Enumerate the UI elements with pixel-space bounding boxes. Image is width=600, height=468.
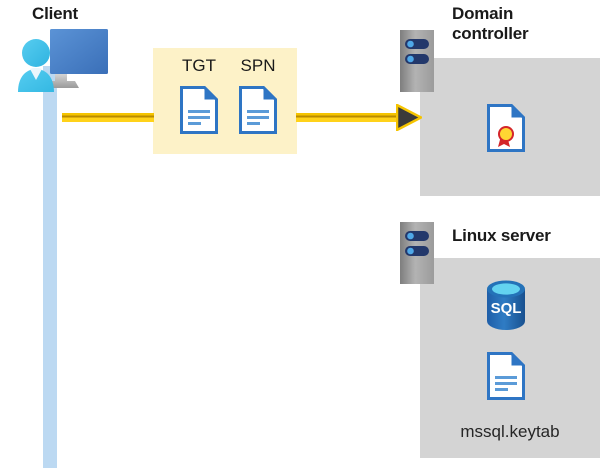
sql-icon-text: SQL: [491, 300, 522, 317]
arrow-head-icon: [395, 102, 424, 133]
certificate-document-icon: [487, 104, 525, 152]
client-lifeline: [43, 66, 57, 468]
domain-controller-title: Domain controller: [452, 4, 529, 43]
message-arrow-segment-left: [62, 113, 154, 122]
sql-database-icon: SQL: [484, 280, 528, 330]
spn-label: SPN: [240, 56, 276, 75]
spn-document-icon: [239, 86, 277, 134]
user-monitor-icon: [6, 26, 110, 92]
message-arrow-segment-right: [296, 113, 401, 122]
domain-controller-server-rack-icon: [400, 30, 434, 92]
keytab-filename-label: mssql.keytab: [460, 422, 560, 441]
linux-server-rack-icon: [400, 222, 434, 284]
tgt-label: TGT: [182, 56, 216, 75]
client-title: Client: [32, 4, 79, 23]
keytab-document-icon: [487, 352, 525, 400]
linux-server-title: Linux server: [452, 226, 551, 245]
tgt-document-icon: [180, 86, 218, 134]
